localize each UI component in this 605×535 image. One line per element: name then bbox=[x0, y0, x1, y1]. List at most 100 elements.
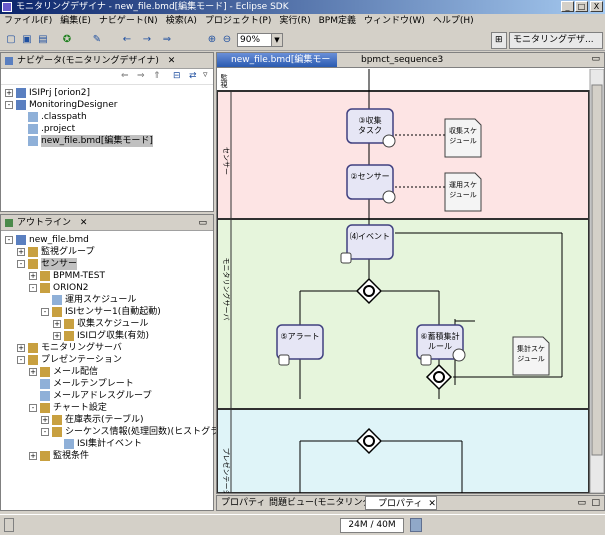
up-icon[interactable]: ⇑ bbox=[153, 71, 161, 81]
tab-properties-active[interactable]: プロパティ ✕ bbox=[365, 496, 437, 510]
tab-new-file[interactable]: new_file.bmd[編集モード] ✕ bbox=[217, 53, 337, 79]
collapse-icon[interactable]: - bbox=[17, 260, 25, 268]
collapse-all-icon[interactable]: ⊟ bbox=[173, 71, 181, 81]
back-icon[interactable]: ← bbox=[122, 34, 132, 45]
message-icon bbox=[278, 354, 290, 366]
tree-item[interactable]: .project bbox=[3, 123, 211, 135]
tree-item[interactable]: メールテンプレート bbox=[3, 378, 211, 390]
menu-item-7[interactable]: ウィンドウ(W) bbox=[363, 16, 425, 26]
tree-item[interactable]: -プレゼンテーション bbox=[3, 354, 211, 366]
close-button[interactable]: X bbox=[590, 1, 603, 12]
collapse-icon[interactable]: - bbox=[41, 428, 49, 436]
bpm-diagram: 監視センサーモニタリングサーバプレゼンテーション③収集タスク②センサー⑷イベント… bbox=[217, 69, 604, 493]
close-icon[interactable]: ✕ bbox=[428, 499, 436, 509]
tree-item[interactable]: -チャート設定 bbox=[3, 402, 211, 414]
tab-bpmct-sequence3[interactable]: bpmct_sequence3 bbox=[347, 53, 467, 67]
tree-item[interactable]: +ISIPrj [orion2] bbox=[3, 87, 211, 99]
maximize-icon[interactable]: □ bbox=[591, 498, 600, 508]
expand-icon[interactable]: + bbox=[5, 89, 13, 97]
expand-icon[interactable]: + bbox=[41, 416, 49, 424]
minimize-view-icon[interactable]: ▭ bbox=[198, 218, 207, 228]
tree-item[interactable]: +メール配信 bbox=[3, 366, 211, 378]
menu-item-1[interactable]: 編集(E) bbox=[60, 16, 91, 26]
tree-item[interactable]: 運用スケジュール bbox=[3, 294, 211, 306]
tree-item[interactable]: -MonitoringDesigner bbox=[3, 99, 211, 111]
forward-icon[interactable]: ⇒ bbox=[137, 71, 145, 81]
tree-item[interactable]: +監視グループ bbox=[3, 246, 211, 258]
tab-label: プロパティ bbox=[378, 499, 423, 509]
zoom-in-icon[interactable]: ⊕ bbox=[207, 34, 217, 45]
chevron-down-icon[interactable]: ▼ bbox=[271, 34, 282, 46]
tree-item-label: 運用スケジュール bbox=[65, 295, 137, 305]
expand-icon[interactable]: + bbox=[53, 332, 61, 340]
tree-item[interactable]: -シーケンス情報(処理回数)(ヒストグラム) bbox=[3, 426, 231, 438]
file-icon bbox=[40, 391, 50, 401]
tree-item[interactable]: -ORION2 bbox=[3, 282, 211, 294]
tree-item[interactable]: new_file.bmd[編集モード] bbox=[3, 135, 211, 147]
tree-item[interactable]: .classpath bbox=[3, 111, 211, 123]
menu-item-6[interactable]: BPM定義 bbox=[318, 16, 356, 26]
tab-properties-1[interactable]: プロパティ bbox=[221, 498, 266, 508]
run-icon[interactable]: ✪ bbox=[62, 34, 72, 45]
gateway-diamond bbox=[355, 277, 383, 305]
restore-icon[interactable]: ▭ bbox=[577, 498, 586, 508]
tree-item[interactable]: + 監視条件 bbox=[3, 450, 211, 462]
collapse-icon[interactable]: - bbox=[17, 356, 25, 364]
expand-icon[interactable]: + bbox=[53, 320, 61, 328]
maximize-button[interactable]: □ bbox=[575, 1, 588, 12]
menu-item-0[interactable]: ファイル(F) bbox=[4, 16, 53, 26]
tree-item[interactable]: +モニタリングサーバ bbox=[3, 342, 211, 354]
menu-item-3[interactable]: 検索(A) bbox=[165, 16, 197, 26]
expand-icon[interactable]: + bbox=[17, 344, 25, 352]
menu-item-5[interactable]: 実行(R) bbox=[279, 16, 311, 26]
tree-item-label: 収集スケジュール bbox=[77, 319, 149, 329]
close-icon[interactable]: ✕ bbox=[79, 218, 88, 228]
close-icon[interactable]: ✕ bbox=[167, 56, 176, 66]
forward-icon[interactable]: → bbox=[142, 34, 152, 45]
folder-icon bbox=[52, 427, 62, 437]
save-icon[interactable]: ▣ bbox=[22, 34, 32, 45]
expand-icon[interactable]: + bbox=[29, 368, 37, 376]
menu-item-2[interactable]: ナビゲート(N) bbox=[98, 16, 158, 26]
back-icon[interactable]: ⇐ bbox=[121, 71, 129, 81]
open-perspective-icon[interactable]: ⊞ bbox=[491, 32, 507, 49]
nav-forward-icon[interactable]: ⇒ bbox=[162, 34, 172, 45]
expand-icon[interactable]: + bbox=[17, 248, 25, 256]
expand-icon[interactable]: + bbox=[29, 272, 37, 280]
menu-item-4[interactable]: プロジェクト(P) bbox=[204, 16, 272, 26]
print-icon[interactable]: ▤ bbox=[38, 34, 48, 45]
folder-icon bbox=[16, 88, 26, 98]
collapse-icon[interactable]: - bbox=[5, 101, 13, 109]
tree-item[interactable]: +BPMM-TEST bbox=[3, 270, 211, 282]
collapse-icon[interactable]: - bbox=[5, 236, 13, 244]
task-sensor-label: ②センサー bbox=[350, 172, 389, 181]
navigator-title: ナビゲータ(モニタリングデザイナ) bbox=[17, 56, 159, 66]
fast-view-icon[interactable] bbox=[4, 518, 14, 532]
new-icon[interactable]: ▢ bbox=[6, 34, 16, 45]
collapse-icon[interactable]: - bbox=[41, 308, 49, 316]
note-label: 収集スケジュール bbox=[449, 126, 477, 145]
tree-item[interactable]: -new_file.bmd bbox=[3, 234, 211, 246]
zoom-out-icon[interactable]: ⊖ bbox=[222, 34, 232, 45]
minimize-button[interactable]: _ bbox=[561, 1, 574, 12]
tree-item[interactable]: -ISIセンサー1(自動起動) bbox=[3, 306, 211, 318]
tree-item[interactable]: +ISIログ収集(有効) bbox=[3, 330, 211, 342]
tree-item[interactable]: -センサー bbox=[3, 258, 211, 270]
zoom-select[interactable]: 90% ▼ bbox=[237, 33, 283, 47]
wand-icon[interactable]: ✎ bbox=[92, 34, 102, 45]
maximize-view-icon[interactable]: ▭ bbox=[591, 54, 600, 64]
tab-problems[interactable]: 問題ビュー(モニタリングデザイナ) bbox=[269, 498, 411, 508]
collapse-icon[interactable]: - bbox=[29, 284, 37, 292]
tree-item-label: 監視条件 bbox=[53, 451, 90, 461]
view-menu-icon[interactable]: ▿ bbox=[203, 70, 208, 80]
menu-item-8[interactable]: ヘルプ(H) bbox=[432, 16, 474, 26]
tree-item[interactable]: + 収集スケジュール bbox=[3, 318, 211, 330]
link-editor-icon[interactable]: ⇄ bbox=[189, 71, 197, 81]
gc-icon[interactable] bbox=[410, 518, 422, 532]
tree-item[interactable]: +在庫表示(テーブル) bbox=[3, 414, 211, 426]
expand-icon[interactable]: + bbox=[29, 452, 37, 460]
perspective-button[interactable]: モニタリングデザ... bbox=[509, 32, 603, 49]
tree-item[interactable]: メールアドレスグループ bbox=[3, 390, 211, 402]
collapse-icon[interactable]: - bbox=[29, 404, 37, 412]
tree-item[interactable]: ISI集計イベント bbox=[3, 438, 211, 450]
